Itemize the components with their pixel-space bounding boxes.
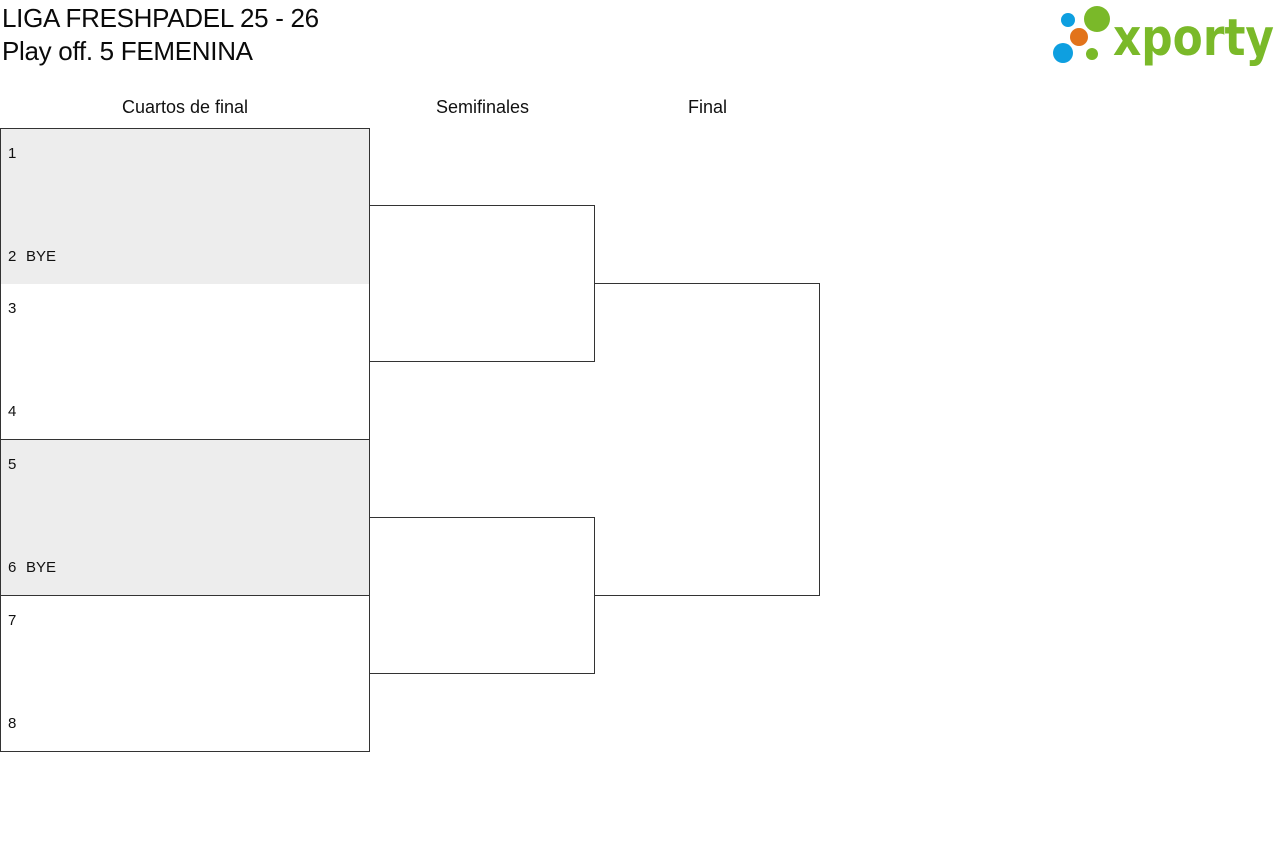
seed-number: 2 [8, 248, 17, 265]
seed-number: 6 [8, 559, 17, 576]
team-name: BYE [26, 559, 57, 576]
quarterfinal-match-2[interactable]: 3 4 [0, 284, 370, 440]
logo-dot-orange [1070, 28, 1088, 46]
team-slot[interactable]: 7 [8, 612, 26, 630]
team-slot[interactable]: 2 BYE [8, 248, 56, 266]
round-header-semifinals: Semifinales [435, 97, 530, 117]
team-slot[interactable]: 8 [8, 715, 26, 733]
seed-number: 5 [8, 456, 17, 473]
team-slot[interactable]: 3 [8, 300, 26, 318]
quarterfinal-match-1[interactable]: 1 2 BYE [0, 128, 370, 285]
semifinal-match-1[interactable] [370, 205, 595, 362]
round-header-final: Final [687, 97, 727, 117]
seed-number: 7 [8, 612, 17, 629]
page-title: LIGA FRESHPADEL 25 - 26 Play off. 5 FEME… [2, 2, 319, 68]
logo-dot-blue-small [1061, 13, 1075, 27]
semifinal-match-2[interactable] [370, 517, 595, 674]
quarterfinal-match-4[interactable]: 7 8 [0, 596, 370, 752]
tournament-title: LIGA FRESHPADEL 25 - 26 [2, 3, 319, 33]
xporty-logo[interactable]: xporty [1050, 2, 1276, 68]
final-match[interactable] [595, 283, 820, 596]
seed-number: 1 [8, 145, 17, 162]
team-name: BYE [26, 248, 57, 265]
quarterfinal-match-3[interactable]: 5 6 BYE [0, 440, 370, 596]
team-slot[interactable]: 4 [8, 403, 26, 421]
round-header-quarterfinals: Cuartos de final [121, 97, 249, 117]
team-slot[interactable]: 5 [8, 456, 26, 474]
logo-wordmark: xporty [1113, 9, 1274, 68]
team-slot[interactable]: 6 BYE [8, 559, 56, 577]
logo-dot-green-large [1084, 6, 1110, 32]
logo-dot-green-small [1086, 48, 1098, 60]
team-slot[interactable]: 1 [8, 145, 26, 163]
seed-number: 3 [8, 300, 17, 317]
logo-dot-blue-large [1053, 43, 1073, 63]
seed-number: 8 [8, 715, 17, 732]
competition-subtitle: Play off. 5 FEMENINA [2, 36, 253, 66]
seed-number: 4 [8, 403, 17, 420]
